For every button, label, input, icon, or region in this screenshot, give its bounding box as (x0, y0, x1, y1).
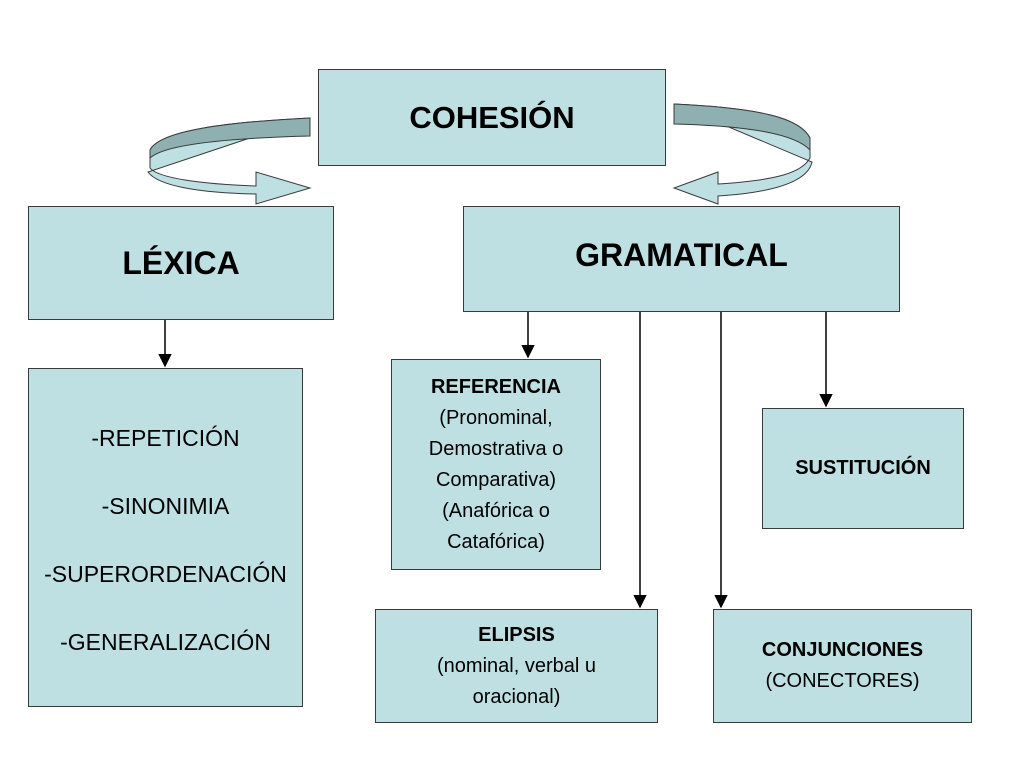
node-referencia-line: Comparativa) (435, 468, 557, 491)
node-referencia-line: Demostrativa o (428, 437, 564, 460)
node-conjunciones: CONJUNCIONES (CONECTORES) (713, 609, 972, 723)
node-conjunciones-line: (CONECTORES) (765, 670, 920, 692)
node-lexica: LÉXICA (28, 206, 334, 320)
node-gramatical-title: GRAMATICAL (575, 236, 788, 273)
node-elipsis-title: ELIPSIS (478, 623, 555, 646)
node-elipsis-line: oracional) (472, 685, 561, 708)
node-sustitucion: SUSTITUCIÓN (762, 408, 964, 529)
curved-arrow-left (147, 117, 312, 205)
lexical-item-repeticion: -REPETICIÓN (91, 425, 240, 451)
node-elipsis-line: (nominal, verbal u (437, 654, 596, 677)
node-lexical-types: -REPETICIÓN -SINONIMIA -SUPERORDENACIÓN … (28, 368, 303, 707)
node-referencia: REFERENCIA (Pronominal, Demostrativa o C… (391, 359, 601, 570)
lexical-item-sinonimia: -SINONIMIA (101, 493, 230, 519)
node-referencia-line: (Anafórica o (442, 499, 550, 522)
node-referencia-line: (Pronominal, (439, 406, 553, 429)
node-cohesion-title: COHESIÓN (409, 99, 575, 135)
lexical-item-generalizacion: -GENERALIZACIÓN (60, 629, 271, 655)
node-lexica-title: LÉXICA (122, 244, 240, 281)
node-gramatical: GRAMATICAL (463, 206, 900, 312)
curved-arrow-right (672, 103, 813, 205)
node-elipsis: ELIPSIS (nominal, verbal u oracional) (375, 609, 658, 723)
node-cohesion: COHESIÓN (318, 69, 666, 166)
node-sustitucion-title: SUSTITUCIÓN (795, 457, 931, 479)
node-referencia-line: Catafórica) (447, 530, 545, 553)
node-referencia-title: REFERENCIA (430, 375, 561, 398)
lexical-item-superordenacion: -SUPERORDENACIÓN (44, 561, 287, 587)
node-conjunciones-title: CONJUNCIONES (761, 639, 924, 661)
